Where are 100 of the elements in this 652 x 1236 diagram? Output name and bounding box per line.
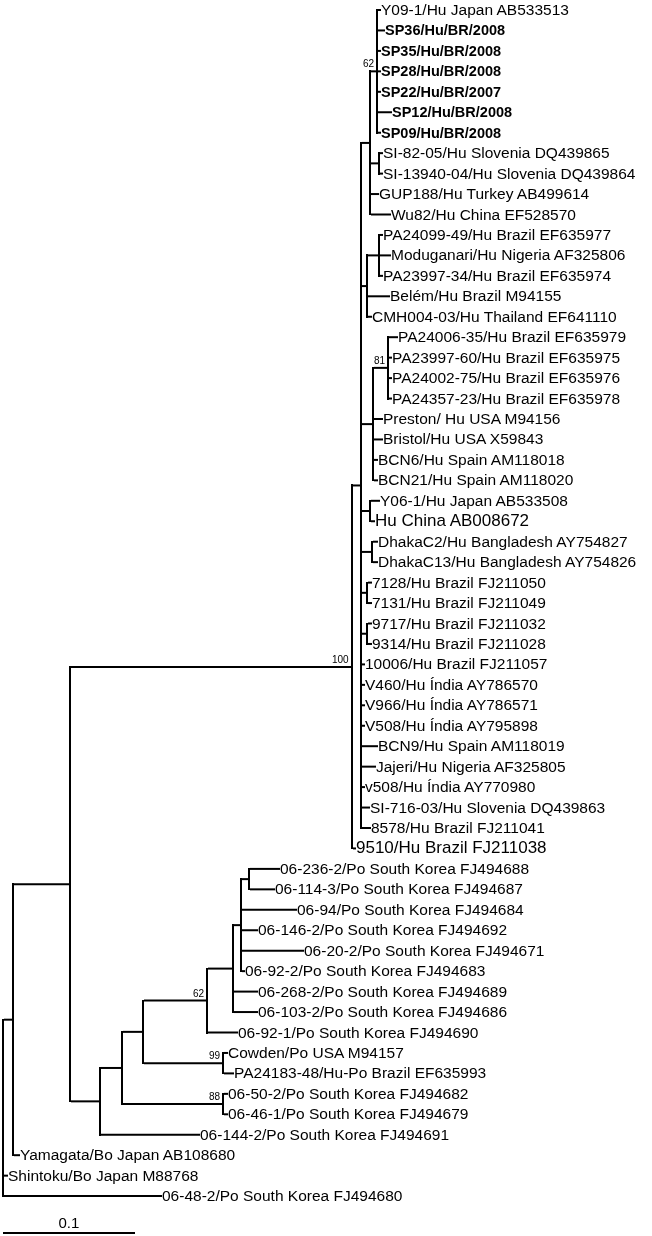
branch-line bbox=[373, 540, 378, 543]
bootstrap-value: 62 bbox=[193, 987, 205, 999]
branch-line bbox=[362, 285, 366, 288]
branch-line bbox=[14, 883, 69, 886]
taxon-label: SP28/Hu/BR/2008 bbox=[381, 62, 502, 81]
taxon-label: SP22/Hu/BR/2007 bbox=[381, 82, 502, 101]
branch-line bbox=[242, 929, 258, 932]
branch-line bbox=[4, 1018, 12, 1021]
branch-line bbox=[378, 49, 381, 52]
branch-line bbox=[371, 70, 376, 73]
taxon-label: BCN6/Hu Spain AM118018 bbox=[378, 450, 565, 469]
taxon-label: Y09-1/Hu Japan AB533513 bbox=[381, 1, 569, 19]
taxon-label: 9717/Hu Brazil FJ211032 bbox=[372, 614, 546, 633]
taxon-label: 06-114-3/Po South Korea FJ494687 bbox=[275, 880, 523, 899]
branch-line bbox=[378, 29, 385, 32]
bootstrap-value: 100 bbox=[332, 653, 349, 665]
branch-line bbox=[362, 591, 366, 594]
taxon-label: V508/Hu Índia AY795898 bbox=[365, 716, 538, 735]
branch-line bbox=[123, 1030, 142, 1033]
taxon-label: SP12/Hu/BR/2008 bbox=[392, 103, 513, 122]
branch-line bbox=[4, 1174, 8, 1177]
taxon-label: 8578/Hu Brazil FJ211041 bbox=[371, 819, 545, 837]
branch-line bbox=[374, 438, 383, 441]
taxon-label: PA24006-35/Hu Brazil EF635979 bbox=[398, 328, 627, 347]
branch-line bbox=[362, 704, 365, 707]
scale-label: 0.1 bbox=[58, 1215, 80, 1231]
branch-line bbox=[368, 581, 372, 584]
taxon-label: PA24002-75/Hu Brazil EF635976 bbox=[392, 369, 621, 388]
branch-line bbox=[362, 786, 365, 789]
taxon-label: Preston/ Hu USA M94156 bbox=[383, 410, 561, 428]
taxon-label: Hu China AB008672 bbox=[375, 512, 530, 531]
taxon-label: v508/Hu Índia AY770980 bbox=[365, 778, 536, 797]
branch-line bbox=[389, 336, 398, 339]
taxon-label: BCN9/Hu Spain AM118019 bbox=[378, 737, 565, 756]
taxon-label: Jajeri/Hu Nigeria AF325805 bbox=[376, 757, 566, 776]
branch-line bbox=[14, 1154, 20, 1157]
branch-line bbox=[380, 274, 383, 277]
taxon-label: 9314/Hu Brazil FJ211028 bbox=[372, 634, 546, 653]
taxon-label: Wu82/Hu China EF528570 bbox=[391, 205, 576, 224]
branch-line bbox=[389, 377, 392, 380]
branch-line bbox=[389, 356, 392, 359]
taxon-label: 06-20-2/Po South Korea FJ494671 bbox=[304, 941, 545, 960]
taxon-label: SP35/Hu/BR/2008 bbox=[381, 41, 502, 60]
branch-line bbox=[353, 484, 360, 487]
branch-line bbox=[378, 9, 381, 11]
taxon-label: Belém/Hu Brazil M94155 bbox=[390, 287, 562, 306]
branch-line bbox=[368, 295, 390, 298]
taxon-label: PA23997-60/Hu Brazil EF635975 bbox=[392, 348, 621, 367]
branch-line bbox=[378, 111, 392, 114]
branch-line bbox=[373, 561, 378, 564]
branch-line bbox=[101, 1133, 200, 1136]
branch-line bbox=[371, 520, 375, 523]
branch-line bbox=[362, 632, 366, 635]
taxon-label: 06-268-2/Po South Korea FJ494689 bbox=[258, 982, 508, 1001]
taxon-label: PA24183-48/Hu-Po Brazil EF635993 bbox=[234, 1064, 487, 1083]
branch-line bbox=[234, 924, 240, 927]
branch-line bbox=[389, 397, 392, 400]
taxon-label: 10006/Hu Brazil FJ211057 bbox=[365, 655, 548, 674]
taxon-label: 06-103-2/Po South Korea FJ494686 bbox=[258, 1003, 508, 1022]
taxon-label: BCN21/Hu Spain AM118020 bbox=[378, 471, 574, 490]
branch-line bbox=[374, 366, 387, 369]
branch-line bbox=[371, 193, 379, 196]
branch-line bbox=[144, 999, 206, 1002]
branch-line bbox=[362, 510, 369, 513]
taxon-label: Bristol/Hu USA X59843 bbox=[383, 430, 544, 449]
branch-line bbox=[368, 622, 372, 625]
taxon-label: Cowden/Po USA M94157 bbox=[228, 1043, 404, 1062]
branch-line bbox=[353, 847, 356, 850]
taxon-label: 06-236-2/Po South Korea FJ494688 bbox=[280, 859, 530, 878]
branch-line bbox=[371, 162, 378, 165]
branch-line bbox=[374, 479, 378, 482]
branch-line bbox=[123, 1103, 222, 1106]
bootstrap-value: 62 bbox=[363, 58, 375, 70]
branch-line bbox=[4, 1195, 162, 1198]
branch-line bbox=[208, 1031, 238, 1034]
branch-line bbox=[380, 233, 383, 236]
branch-line bbox=[362, 724, 365, 727]
branch-line bbox=[368, 642, 372, 645]
branch-line bbox=[234, 990, 258, 993]
branch-line bbox=[362, 806, 370, 809]
branch-line bbox=[368, 254, 378, 257]
taxon-label: SI-82-05/Hu Slovenia DQ439865 bbox=[383, 144, 610, 163]
taxon-label: V460/Hu Índia AY786570 bbox=[365, 675, 538, 694]
taxon-label: Moduganari/Hu Nigeria AF325806 bbox=[391, 246, 626, 265]
taxon-label: PA24357-23/Hu Brazil EF635978 bbox=[392, 389, 621, 408]
taxon-label: SI-716-03/Hu Slovenia DQ439863 bbox=[370, 798, 606, 817]
branch-line bbox=[224, 1092, 228, 1095]
taxon-label: PA23997-34/Hu Brazil EF635974 bbox=[383, 266, 612, 285]
branch-line bbox=[380, 172, 383, 175]
branch-line bbox=[71, 1100, 99, 1103]
taxon-label: Y06-1/Hu Japan AB533508 bbox=[380, 491, 568, 510]
taxon-label: Shintoku/Bo Japan M88768 bbox=[8, 1166, 199, 1185]
branch-line bbox=[144, 1062, 222, 1065]
taxon-label: DhakaC2/Hu Bangladesh AY754827 bbox=[378, 532, 628, 551]
taxon-label: Yamagata/Bo Japan AB108680 bbox=[20, 1146, 236, 1165]
taxon-label: 9510/Hu Brazil FJ211038 bbox=[356, 839, 547, 858]
taxon-label: SP36/Hu/BR/2008 bbox=[385, 21, 506, 40]
branch-line bbox=[362, 765, 376, 768]
taxon-label: V966/Hu Índia AY786571 bbox=[365, 696, 538, 715]
branch-line bbox=[368, 315, 372, 318]
